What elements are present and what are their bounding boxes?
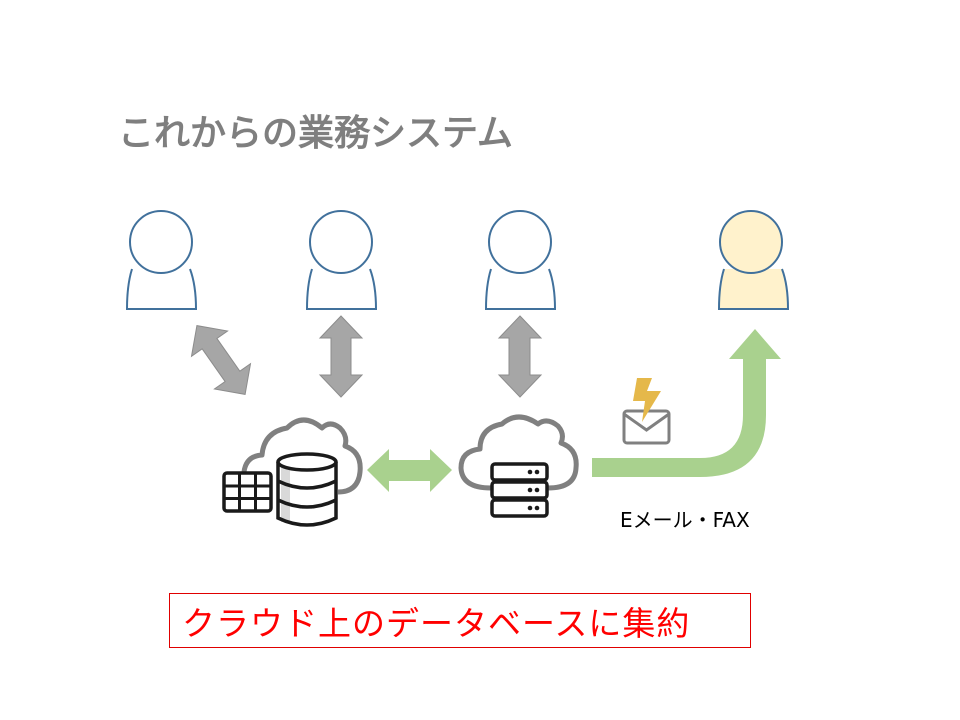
database-icon — [276, 452, 338, 527]
cloud-icon — [458, 414, 579, 491]
double-arrow-icon-user2-db — [318, 315, 364, 398]
double-arrow-icon-db-server — [367, 449, 452, 492]
callout-box: クラウド上のデータベースに集約 — [169, 593, 751, 648]
person-icon-user-2 — [305, 210, 378, 310]
person-icon-user-1 — [125, 210, 198, 310]
cloud-server-node — [458, 414, 579, 518]
person-icon-user-3 — [484, 210, 557, 310]
double-arrow-icon-user3-server — [497, 315, 543, 398]
callout-text: クラウド上のデータベースに集約 — [182, 603, 691, 643]
curved-arrow-icon-server-external — [592, 329, 781, 477]
server-icon — [490, 462, 549, 518]
person-icon-user-4 — [717, 210, 790, 310]
double-arrow-icon-user1-db — [190, 325, 252, 395]
email-fax-label: Eメール・FAX — [620, 508, 750, 532]
cloud-database-node — [222, 417, 363, 527]
table-icon — [222, 471, 273, 513]
cloud-icon — [241, 417, 363, 495]
lightning-icon — [633, 378, 661, 422]
slide-title: これからの業務システム — [118, 113, 513, 154]
email-notification-icon — [622, 378, 671, 445]
